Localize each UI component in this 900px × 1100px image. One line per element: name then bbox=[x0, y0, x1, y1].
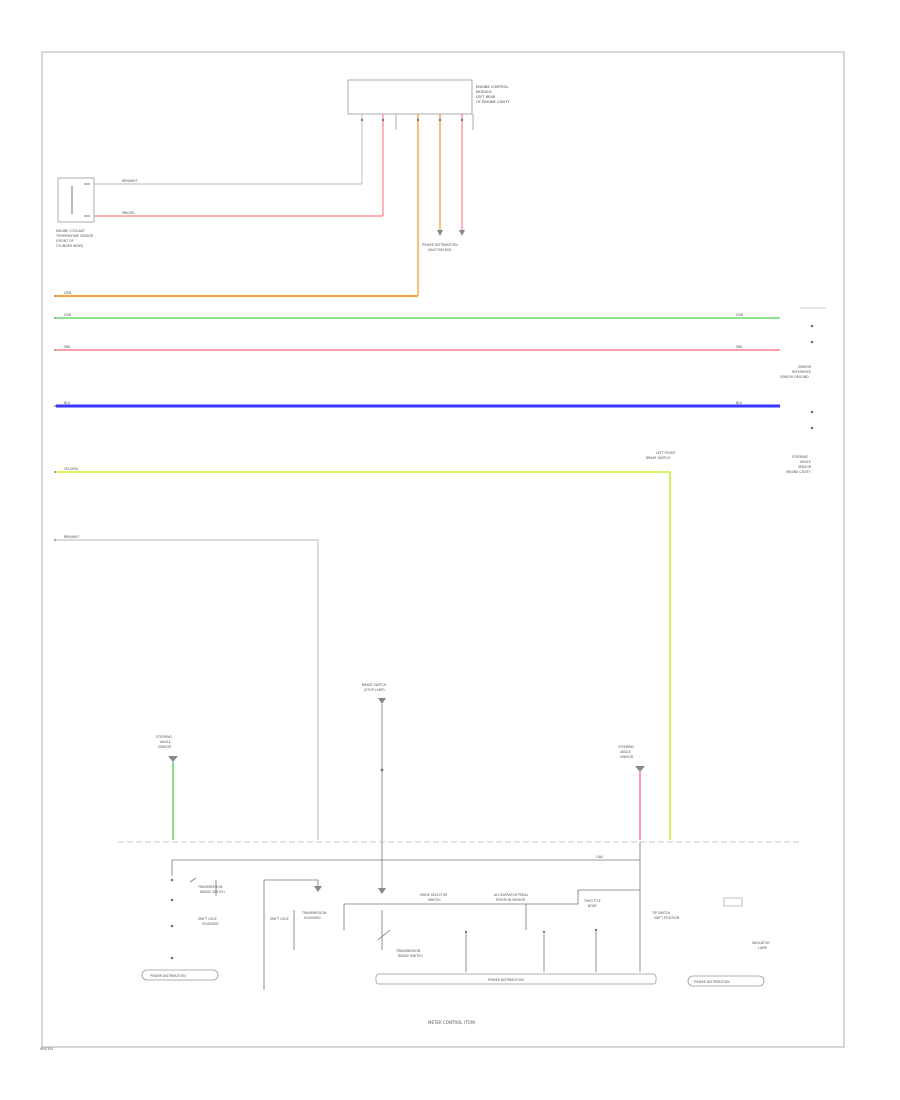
mid-top-label-5: THROTTLE bbox=[583, 899, 601, 903]
center-distribution-label: POWER DISTRIBUTION bbox=[488, 978, 524, 982]
pink-wire-label: PNK bbox=[64, 345, 71, 349]
left-drop-label-1: STEERING bbox=[156, 735, 173, 739]
coolant-temp-sensor: BRN/WHT PNK/YEL ENGINE COOLANT TEMPERATU… bbox=[55, 177, 383, 248]
left-drop-label-2: ANGLE bbox=[160, 740, 171, 744]
mid-block-label-1: TRANSMISSION bbox=[395, 949, 421, 953]
mid-component-3: SOLENOID bbox=[304, 916, 321, 920]
right-label-a-3: SENSOR GROUND bbox=[780, 375, 809, 379]
center-distribution-box bbox=[375, 973, 657, 985]
orange-wire-label: ORN bbox=[64, 291, 72, 295]
sensor-wire-2-label: PNK/YEL bbox=[122, 211, 135, 215]
sensor-wire-1-label: BRN/WHT bbox=[122, 179, 137, 183]
mid-top-label-3: ACCELERATOR PEDAL bbox=[494, 893, 529, 897]
yellow-green-wire bbox=[56, 471, 671, 840]
mid-top-label-4: POSITION SENSOR bbox=[496, 898, 526, 902]
corner-label: W00104 bbox=[40, 1047, 53, 1051]
right-label-c-3: SENSOR bbox=[798, 465, 812, 469]
left-component-4: SOLENOID bbox=[202, 922, 219, 926]
mid-component-1: SHIFT LOCK bbox=[270, 917, 289, 921]
mid-component-2: TRANSMISSION bbox=[301, 911, 327, 915]
right-label-c-1: STEERING bbox=[792, 455, 809, 459]
right-distribution-box bbox=[687, 975, 765, 987]
right-drop-label-3: SENSOR bbox=[620, 755, 634, 759]
gray-wire-label: BRN/WHT bbox=[64, 535, 79, 539]
right-drop-label-1: STEERING bbox=[618, 745, 635, 749]
left-distribution-box bbox=[141, 969, 219, 981]
blue-end-label: BLU bbox=[736, 401, 743, 405]
sensor-box bbox=[57, 177, 95, 223]
mid-block-label-2: RANGE SWITCH bbox=[398, 954, 423, 958]
left-drop-label-3: SENSOR bbox=[158, 745, 172, 749]
right-drop-label-2: ANGLE bbox=[620, 750, 631, 754]
right-side-connector: GRN PNK BLU SENSOR REFERENCE SENSOR GROU… bbox=[646, 307, 826, 474]
right-distribution-label: POWER DISTRIBUTION bbox=[694, 980, 730, 984]
mid-top-label-2: SWITCH bbox=[428, 898, 441, 902]
left-component-1: TRANSMISSION bbox=[197, 885, 223, 889]
right-label-c-4: ENGINE CAVITY bbox=[786, 470, 810, 474]
mid-top-label-1: MODE SELECTOR bbox=[420, 893, 448, 897]
green-end-label: GRN bbox=[736, 313, 744, 317]
left-distribution-label: POWER DISTRIBUTION bbox=[150, 974, 186, 978]
module-label-1: ENGINE CONTROL bbox=[476, 85, 508, 89]
yellow-wire-label: YEL/GRN bbox=[64, 467, 78, 471]
center-feed: BRAKE SWITCH (STOP LAMP) bbox=[362, 683, 387, 894]
center-module-block: MODE SELECTOR SWITCH ACCELERATOR PEDAL P… bbox=[343, 889, 657, 1025]
can-bus-label: CAN bbox=[596, 855, 603, 859]
right-text-3: INDICATOR bbox=[752, 941, 770, 945]
right-label-b-2: BRAKE SWITCH bbox=[646, 456, 671, 460]
lower-right-components: TIP SWITCH SHIFT POSITION INDICATOR LAMP… bbox=[651, 897, 770, 987]
left-component-3: SHIFT LOCK bbox=[198, 917, 217, 921]
green-wire-label: GRN bbox=[64, 313, 72, 317]
blue-wire-label: BLU bbox=[64, 401, 71, 405]
right-label-c-2: ANGLE bbox=[800, 460, 811, 464]
sensor-label-4: CYLINDER HEAD) bbox=[56, 244, 83, 248]
right-label-a-2: REFERENCE bbox=[792, 370, 811, 374]
diagram-frame bbox=[41, 51, 845, 1048]
splice-caption-1: POWER DISTRIBUTION bbox=[422, 243, 458, 247]
sensor-label-2: TEMPERATURE SENSOR bbox=[55, 234, 94, 238]
engine-control-module-box bbox=[347, 79, 473, 115]
trunk-wires: ORN GRN PNK BLU YEL/GRN BRN/WHT bbox=[54, 291, 780, 840]
module-label-2: MODULE bbox=[476, 90, 492, 94]
sensor-label-3: (FRONT OF bbox=[56, 239, 74, 243]
left-steering-sensor-drop: STEERING ANGLE SENSOR bbox=[156, 735, 178, 840]
left-component-2: RANGE SWITCH bbox=[200, 890, 225, 894]
module-label-3: LEFT REAR bbox=[476, 95, 496, 99]
sensor-label-1: ENGINE COOLANT bbox=[56, 229, 85, 233]
right-text-2: SHIFT POSITION bbox=[654, 916, 680, 920]
bottom-caption: METER CONTROL (TCM) bbox=[428, 1020, 476, 1025]
right-text-1: TIP SWITCH bbox=[651, 911, 671, 915]
lower-left-components: TRANSMISSION RANGE SWITCH SHIFT LOCK SOL… bbox=[141, 860, 327, 990]
module-label-4: OF ENGINE CAVITY bbox=[476, 100, 510, 104]
center-feed-label-2: (STOP LAMP) bbox=[364, 688, 385, 692]
right-steering-sensor-drop: STEERING ANGLE SENSOR bbox=[618, 745, 645, 840]
splice-caption-2: JUNCTION BOX bbox=[427, 248, 452, 252]
gray-wire bbox=[56, 539, 319, 840]
right-label-b-1: LEFT FRONT bbox=[656, 451, 675, 455]
right-text-4: LAMP bbox=[758, 946, 767, 950]
center-feed-label-1: BRAKE SWITCH bbox=[362, 683, 387, 687]
top-module: ENGINE CONTROL MODULE LEFT REAR OF ENGIN… bbox=[347, 79, 510, 296]
pink-end-label: PNK bbox=[736, 345, 743, 349]
mid-top-label-6: BODY bbox=[588, 904, 597, 908]
right-label-a-1: SENSOR bbox=[798, 365, 812, 369]
